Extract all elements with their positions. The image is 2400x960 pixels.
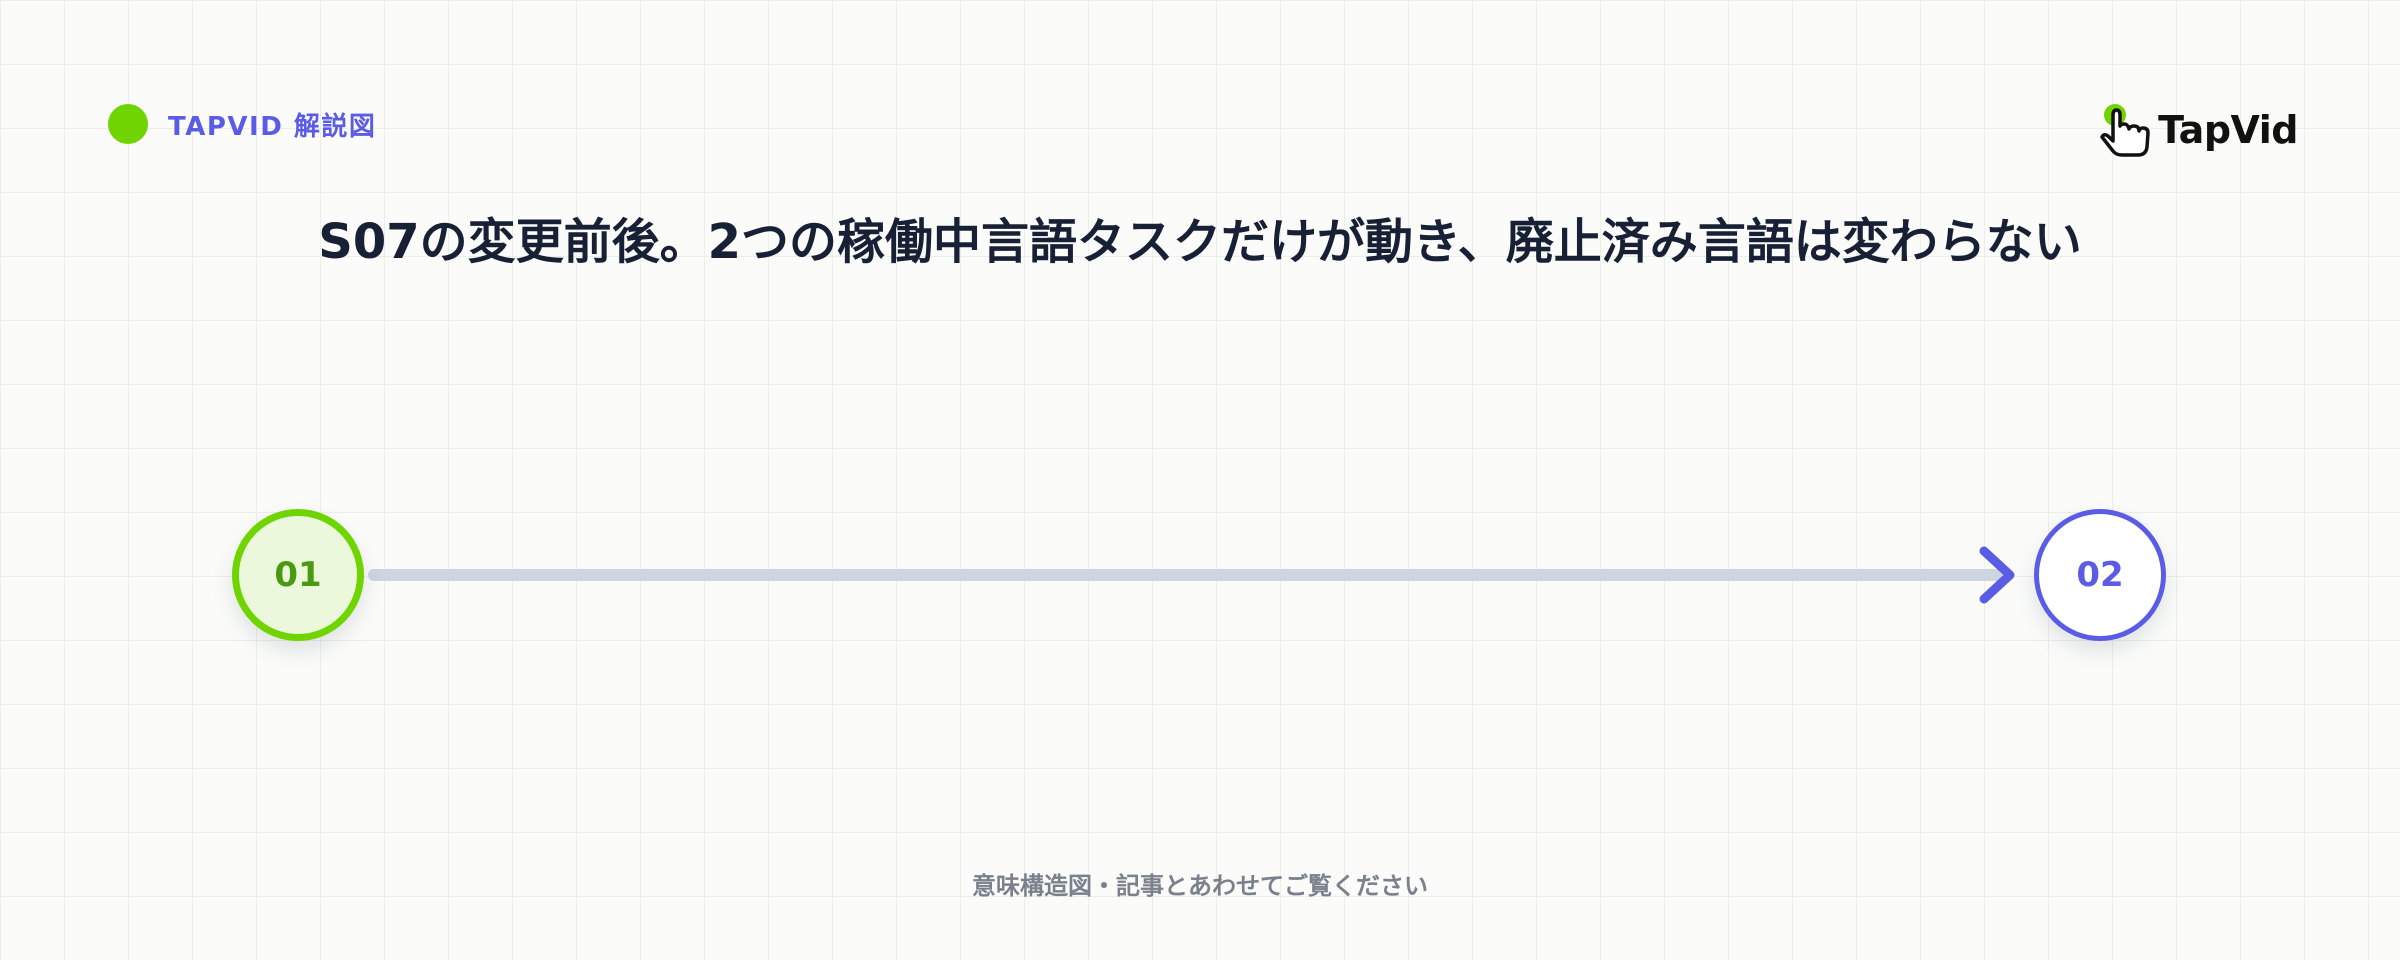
tap-hand-icon [2100, 104, 2150, 157]
brand-tag: TAPVID 解説図 [108, 104, 376, 144]
brand-dot-icon [108, 104, 148, 144]
arrow-head-icon [1979, 546, 2015, 604]
tapvid-logo: TapVid [2100, 100, 2298, 160]
logo-text: TapVid [2158, 108, 2298, 152]
flow-step-02: 02 [2034, 509, 2166, 641]
flow-step-01: 01 [232, 509, 364, 641]
footer-caption: 意味構造図・記事とあわせてご覧ください [972, 872, 1428, 900]
brand-tag-label: TAPVID 解説図 [168, 111, 377, 142]
flow-connector [368, 569, 2008, 581]
diagram-title: S07の変更前後。2つの稼働中言語タスクだけが動き、廃止済み言語は変わらない [318, 214, 2082, 270]
